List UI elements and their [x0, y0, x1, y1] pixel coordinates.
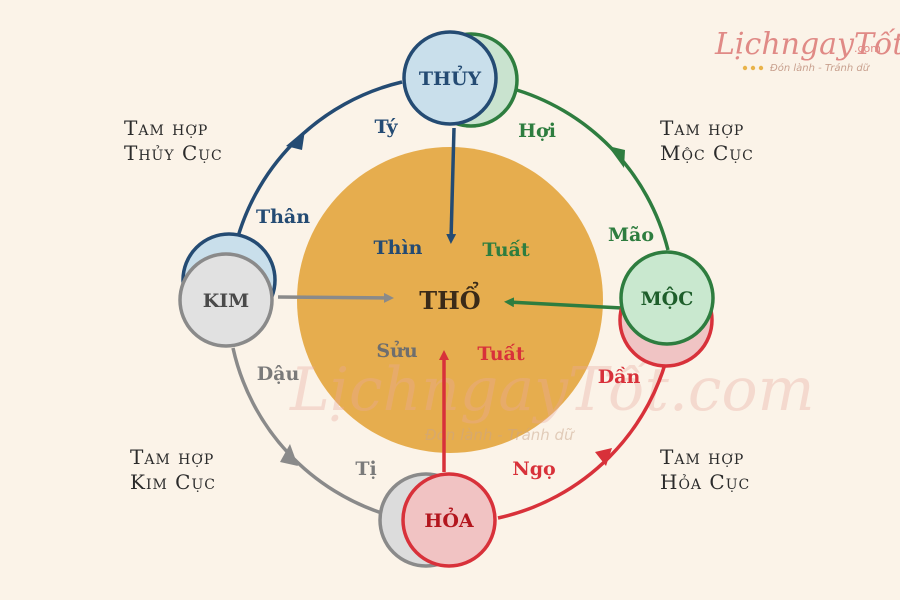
- brand-logo: LịchngayTốt .com Đón lành - Tránh dữ: [714, 27, 900, 74]
- center-tho-label: THỔ: [419, 281, 480, 315]
- node-moc-label: MỘC: [641, 286, 694, 310]
- tho-center-circle: [297, 147, 603, 453]
- arrow-thuy-to-tho: [446, 127, 457, 244]
- node-hoa-circle: [401, 472, 497, 568]
- branch-ty: Tý: [374, 116, 398, 138]
- branch-tuat-bottom: Tuất: [477, 343, 525, 365]
- node-thuy: THỦY: [402, 30, 519, 128]
- tam-hop-moc-line2: Mộc Cục: [660, 141, 754, 165]
- node-thuy-label: THỦY: [419, 64, 482, 90]
- branch-suu: Sửu: [376, 340, 418, 362]
- watermark-tagline: Đón lành - Tránh dữ: [425, 426, 575, 444]
- node-kim-label: KIM: [203, 290, 249, 312]
- branch-hoi: Hợi: [518, 120, 556, 142]
- tam-hop-thuy-line2: Thủy Cục: [124, 141, 223, 165]
- arrow-kim-to-tho: [277, 292, 394, 303]
- ring-arrow-green: [608, 146, 625, 168]
- tam-hop-moc-line1: Tam hợp: [660, 116, 744, 140]
- node-moc: MỘC: [618, 250, 715, 368]
- branch-mao: Mão: [608, 224, 654, 246]
- node-hoa: HỎA: [378, 472, 497, 568]
- branch-ti: Tị: [355, 458, 376, 480]
- logo-domain: .com: [854, 42, 881, 55]
- logo-dot-3: [758, 65, 764, 71]
- ring-arrow-gray: [280, 444, 298, 466]
- tam-hop-kim-line1: Tam hợp: [130, 445, 214, 469]
- node-kim-circle: [178, 252, 274, 348]
- branch-dau: Dậu: [257, 363, 300, 385]
- arrow-moc-to-tho: [504, 297, 623, 310]
- ring-arrow-blue: [286, 130, 305, 150]
- branch-ngo: Ngọ: [512, 458, 555, 480]
- logo-dot-1: [742, 65, 748, 71]
- node-kim: KIM: [178, 232, 277, 348]
- ring-arrow-red: [595, 448, 612, 466]
- node-moc-circle: [619, 250, 715, 346]
- logo-dot-2: [750, 65, 756, 71]
- logo-tagline: Đón lành - Tránh dữ: [770, 62, 871, 74]
- branch-thin: Thìn: [374, 237, 423, 259]
- ring-arc-moc-hoa: [497, 344, 672, 520]
- node-hoa-label: HỎA: [424, 506, 474, 532]
- tam-hop-kim-line2: Kim Cục: [130, 470, 216, 494]
- logo-brand: LịchngayTốt: [714, 27, 900, 62]
- branch-tuat-top: Tuất: [482, 239, 530, 261]
- branch-than: Thân: [256, 206, 310, 228]
- tam-hop-hoa-line1: Tam hợp: [660, 445, 744, 469]
- tam-hop-hoa-line2: Hỏa Cục: [660, 470, 750, 494]
- watermark-brand: LịchngayTốt.com: [289, 355, 815, 425]
- branch-dan: Dần: [598, 366, 641, 388]
- tam-hop-thuy-line1: Tam hợp: [124, 116, 208, 140]
- node-thuy-circle: [402, 30, 498, 126]
